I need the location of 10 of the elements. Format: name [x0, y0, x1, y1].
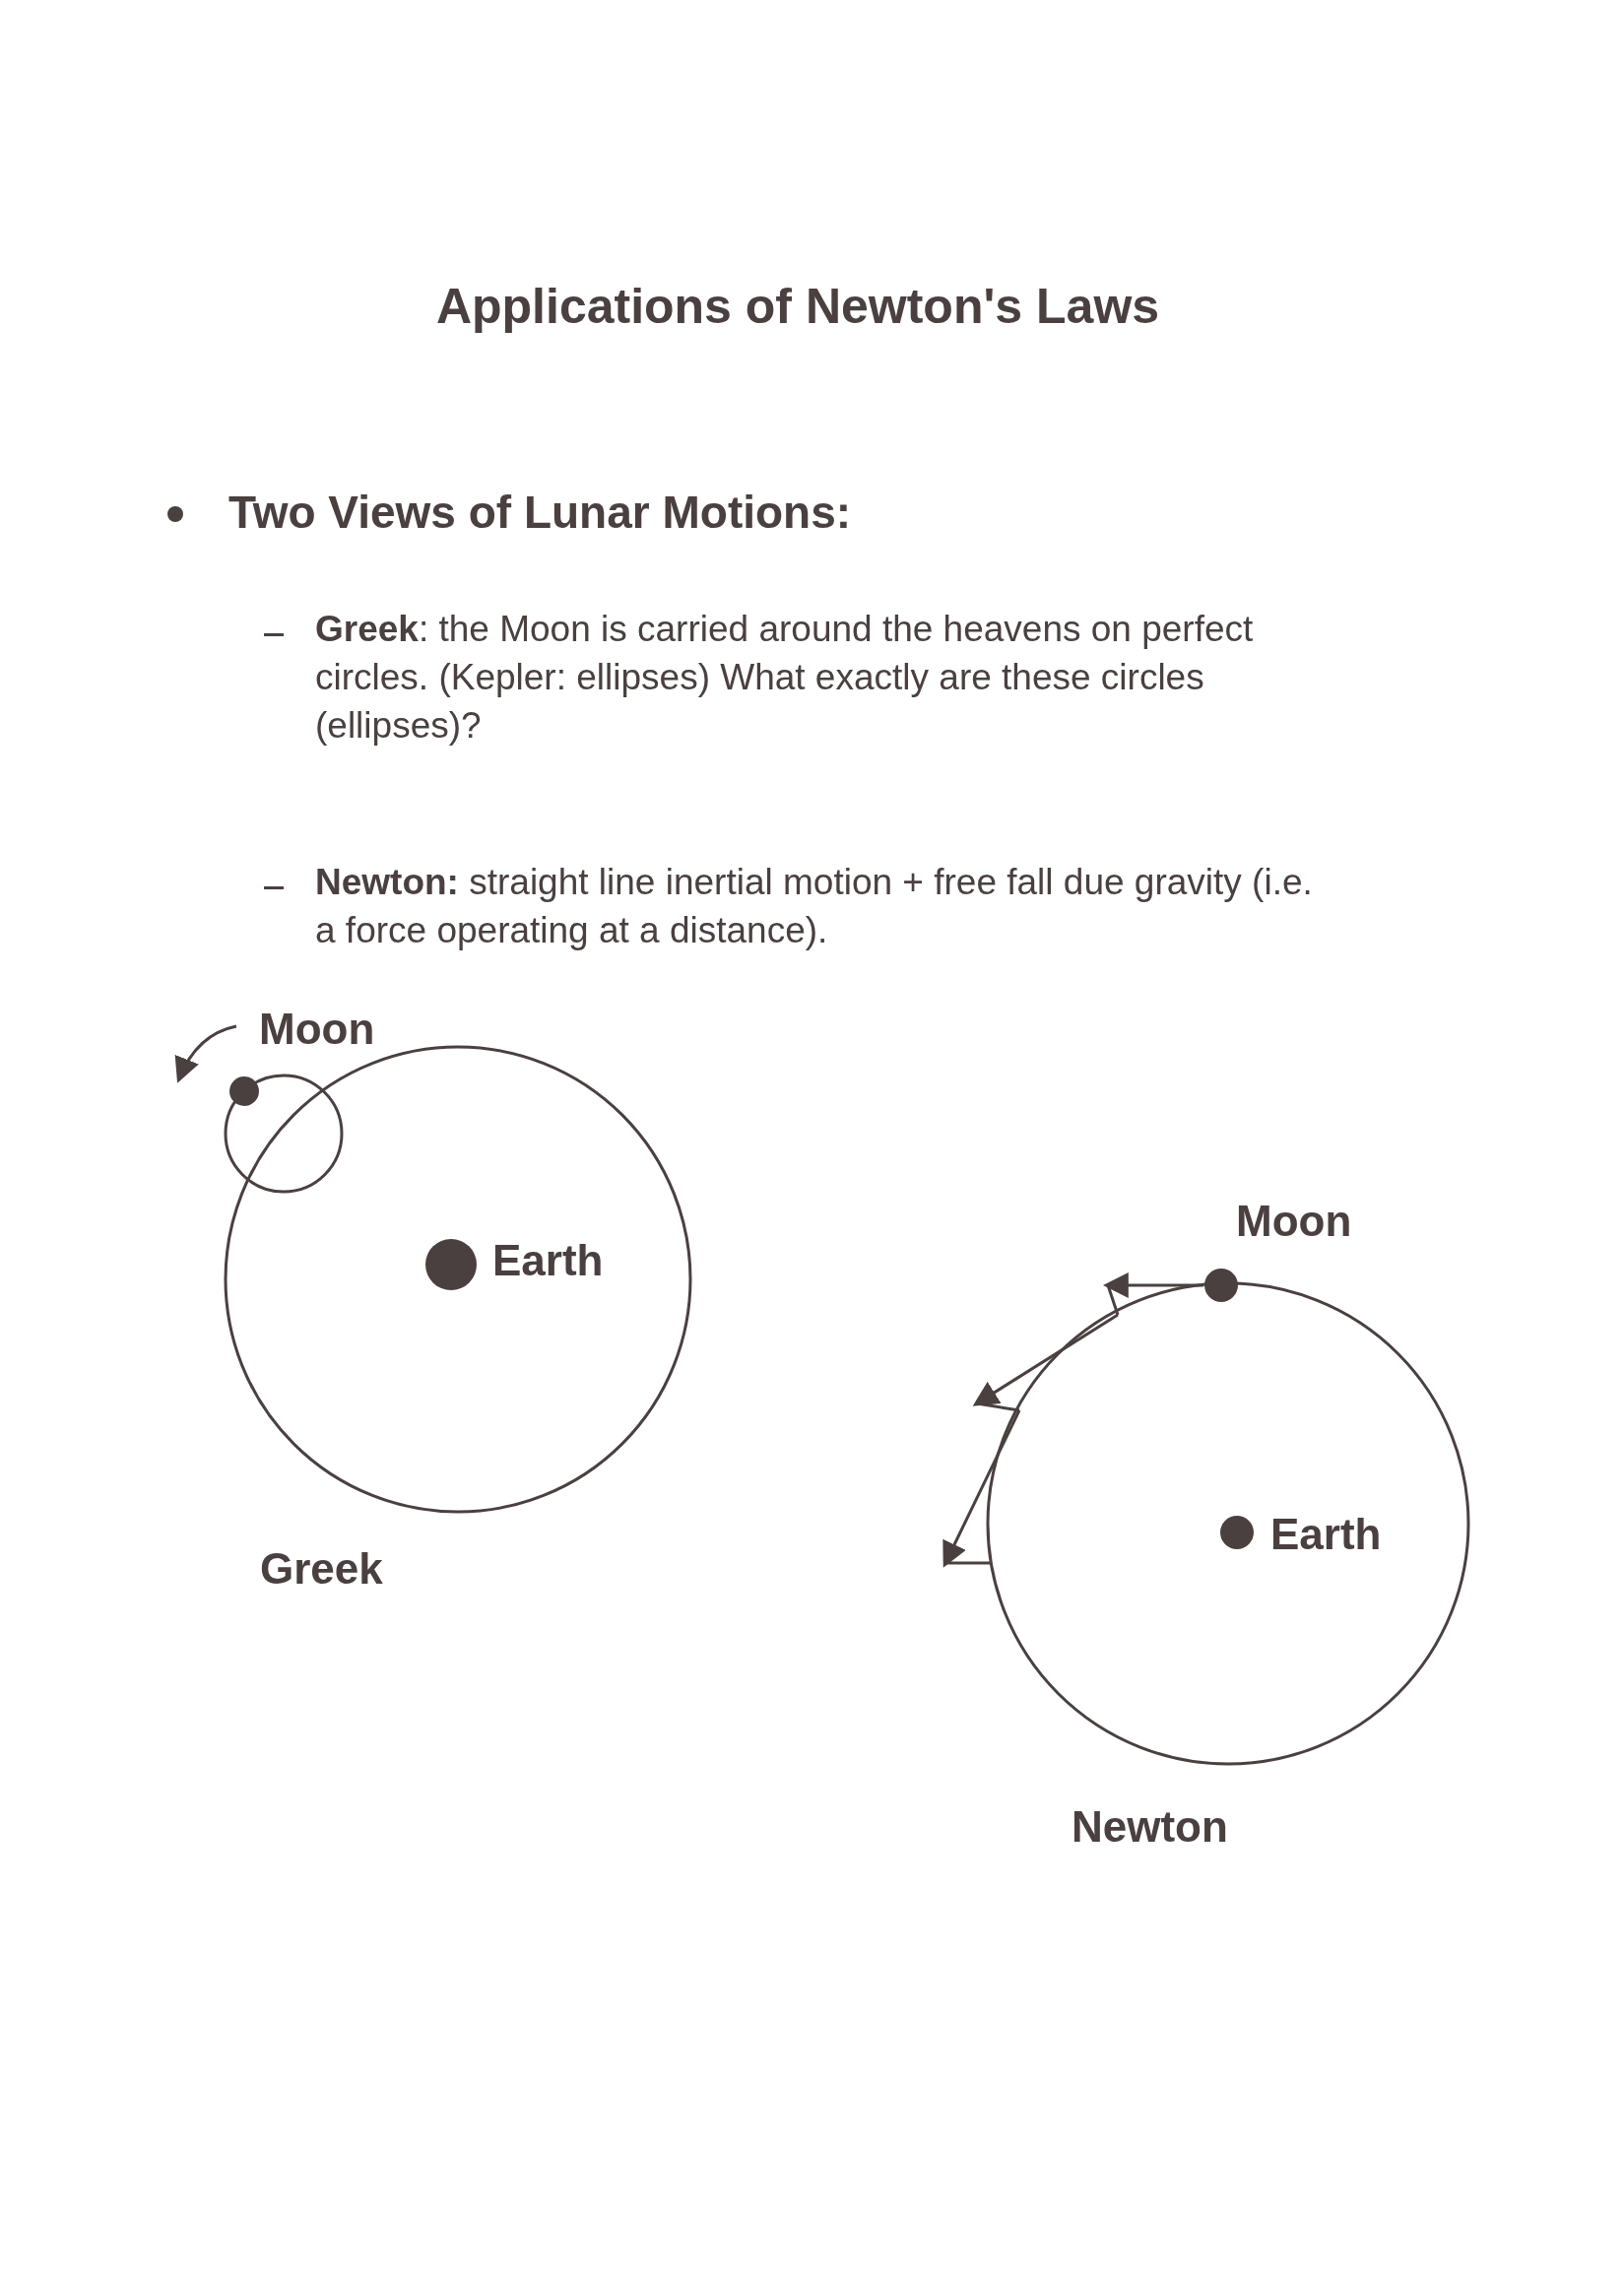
bullet-heading: Two Views of Lunar Motions:	[228, 486, 852, 539]
bullet-text: Greek: the Moon is carried around the heavens on perfect circles. (Kepler: ellipses) What exactly are these circles (ellipses)?	[315, 608, 1255, 748]
moon-label: Moon	[259, 1005, 375, 1054]
bullet-text: Newton: straight line inertial motion + free fall due gravity (i.e. a force operating at a distance).	[315, 861, 1314, 952]
diagram-caption: Newton	[1072, 1802, 1228, 1852]
earth-label: Earth	[1270, 1510, 1382, 1559]
moon-label: Moon	[1236, 1197, 1352, 1246]
earth-label: Earth	[492, 1236, 604, 1285]
diagram-caption: Greek	[260, 1544, 383, 1594]
slide-title: Applications of Newton's Laws	[434, 278, 1161, 335]
